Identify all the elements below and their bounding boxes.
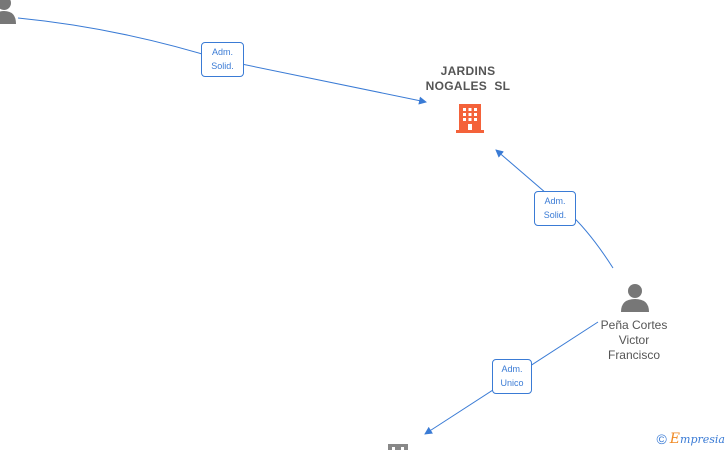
- edge-label-line2: Unico: [500, 378, 524, 388]
- edge-label-line1: Adm.: [501, 364, 523, 374]
- person-name-line2: Victor: [618, 333, 650, 347]
- company-name-line2: NOGALES SL: [425, 79, 511, 93]
- edge-label-adm-unico[interactable]: Adm. Unico: [492, 359, 532, 394]
- edge-label-line2: Solid.: [543, 210, 567, 220]
- edge-label-adm-solid-right[interactable]: Adm. Solid.: [534, 191, 576, 226]
- copyright-symbol: ©: [656, 431, 667, 447]
- edge-label-line2: Solid.: [211, 61, 234, 71]
- person-name-line1: Peña Cortes: [600, 318, 668, 332]
- person-icon[interactable]: [0, 0, 16, 24]
- person-name[interactable]: Peña Cortes Victor Francisco: [583, 318, 685, 363]
- edge-label-line1: Adm.: [544, 196, 566, 206]
- building-icon[interactable]: [454, 102, 486, 134]
- company-name-line1: JARDINS: [440, 64, 496, 78]
- edge-label-line1: Adm.: [211, 47, 233, 57]
- building-icon[interactable]: [386, 444, 410, 450]
- empresia-watermark: © Empresia: [656, 431, 725, 447]
- company-name[interactable]: JARDINS NOGALES SL: [408, 64, 528, 94]
- person-name-line3: Francisco: [607, 348, 660, 362]
- empresia-logo: Empresia: [670, 431, 725, 447]
- brand-rest: mpresia: [680, 433, 725, 446]
- person-icon[interactable]: [621, 283, 649, 312]
- edge-label-adm-solid-top[interactable]: Adm. Solid.: [201, 42, 244, 77]
- brand-initial: E: [669, 431, 681, 447]
